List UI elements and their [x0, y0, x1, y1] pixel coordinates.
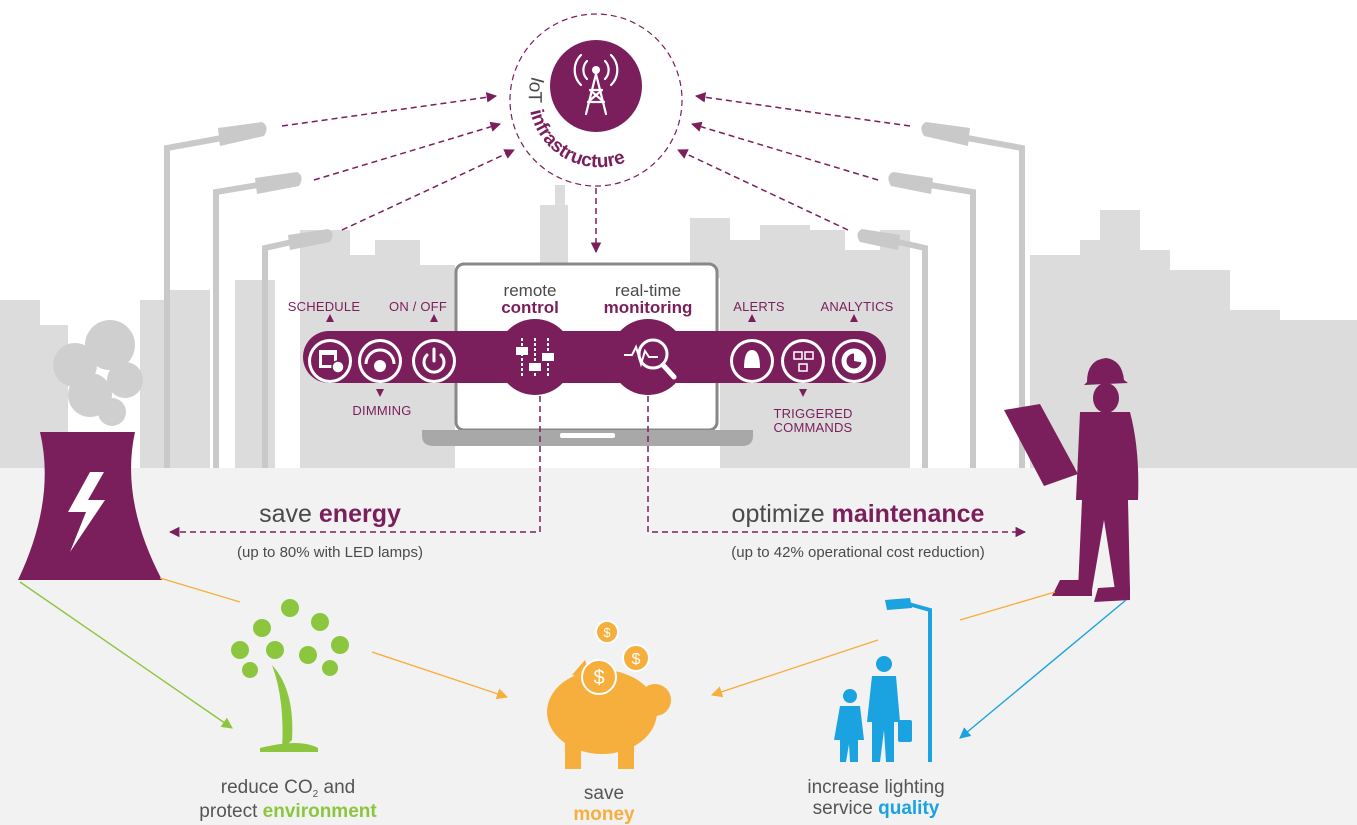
pie-chart-icon [832, 339, 876, 383]
remote-control-heading: remote control [501, 282, 559, 316]
remote-line2: control [501, 298, 559, 317]
ground [0, 468, 1357, 825]
family-under-streetlight-icon [834, 598, 932, 762]
hub-circle [550, 40, 642, 132]
tree-icon [231, 599, 349, 752]
save-energy-prefix: save [259, 500, 319, 528]
maintenance-prefix: optimize [731, 500, 832, 528]
street-lamps [164, 135, 1025, 468]
svg-text:$: $ [632, 651, 641, 668]
alerts-label: ALERTS [733, 299, 785, 314]
svg-text:$: $ [603, 625, 611, 640]
schedule-label: SCHEDULE [287, 299, 361, 314]
save-energy-strong: energy [318, 500, 401, 528]
optimize-maintenance-heading: optimize maintenance [732, 500, 985, 529]
env-co2-subscript: 2 [312, 789, 319, 800]
environment-label: reduce CO2 and protect environment [199, 777, 376, 822]
money-line2-strong: money [573, 804, 635, 825]
quality-label: increase lighting service quality [807, 777, 944, 819]
technician-icon [1004, 358, 1139, 602]
power-icon [412, 339, 456, 383]
lamp-to-hub-arrows [281, 92, 911, 254]
on-off-label: ON / OFF [389, 299, 447, 314]
remote-line1: remote [503, 281, 557, 300]
analytics-label: ANALYTICS [820, 299, 894, 314]
sliders-icon [516, 338, 554, 378]
quality-line2-strong: quality [878, 798, 940, 819]
money-label: save money [573, 783, 634, 825]
monitoring-line2: monitoring [603, 298, 693, 317]
quality-line1: increase lighting [807, 777, 945, 798]
outcome-arrows [19, 577, 1127, 739]
env-line1a: reduce CO [220, 777, 313, 798]
dimmer-dial-icon [358, 339, 402, 383]
save-energy-note: (up to 80% with LED lamps) [237, 544, 423, 561]
dimming-label: DIMMING [352, 403, 412, 418]
triggered-commands-icon [781, 339, 825, 383]
calendar-clock-icon [308, 339, 352, 383]
remote-control-circle [497, 319, 573, 395]
env-line2a: protect [199, 801, 263, 822]
quality-line2a: service [812, 798, 879, 819]
optimize-maintenance-note: (up to 42% operational cost reduction) [731, 544, 985, 561]
svg-text:$: $ [593, 667, 604, 689]
triggered-line2: COMMANDS [773, 420, 853, 435]
alert-bell-icon [730, 339, 774, 383]
lamp-heads [218, 122, 970, 250]
radio-tower-icon [573, 53, 619, 116]
feature-pointers [326, 314, 858, 397]
monitoring-heading: real-time monitoring [604, 282, 693, 316]
save-energy-heading: save energy [259, 500, 401, 529]
env-line2-strong: environment [262, 801, 377, 822]
triggered-line1: TRIGGERED [773, 406, 853, 421]
pulse-magnifier-icon [624, 338, 677, 380]
triggered-commands-label: TRIGGERED COMMANDS [773, 407, 852, 435]
env-line1b: and [318, 777, 356, 798]
money-line1: save [583, 783, 625, 804]
power-plant-icon [18, 320, 162, 580]
monitoring-line1: real-time [614, 281, 682, 300]
benefit-arrows [168, 396, 1027, 538]
piggy-bank-icon: $ $ $ [547, 620, 671, 769]
maintenance-strong: maintenance [831, 500, 985, 528]
